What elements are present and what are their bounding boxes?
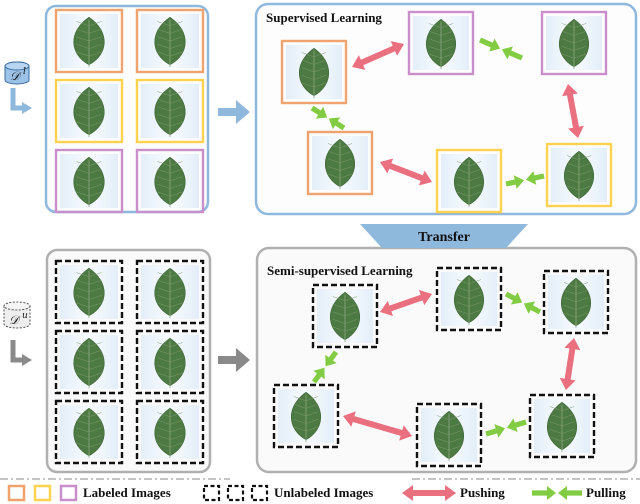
unlabeled-image-4-leaf [141, 335, 199, 389]
supervised-node-5 [435, 148, 503, 214]
unlabeled-image-1-leaf [60, 265, 118, 319]
labeled-image-1-leaf [60, 14, 118, 68]
unlabeled-image-1 [54, 259, 124, 325]
labeled-dataset-symbol: 𝒟 [10, 69, 22, 83]
semi-node-6 [528, 393, 596, 459]
unlabeled-image-2 [135, 259, 205, 325]
database-flow-bottom-head [22, 354, 32, 366]
semi-node-6-leaf [534, 399, 590, 453]
push-arrow-sup-3 [379, 158, 433, 186]
unlabeled-image-5-leaf [60, 405, 118, 459]
labeled-dataset-superscript: l [23, 67, 26, 77]
pull-arrow-semi-1 [504, 291, 542, 315]
push-arrow-semi-1 [380, 290, 432, 316]
supervised-node-1 [280, 39, 348, 105]
database-flow-top-head [22, 102, 32, 114]
labeled-image-5-leaf [60, 154, 118, 208]
supervised-node-5-leaf [441, 154, 497, 208]
push-arrow-sup-2 [562, 83, 584, 139]
supervised-node-2 [407, 10, 475, 76]
supervised-node-6 [545, 142, 613, 208]
pull-arrow-semi-2 [311, 350, 339, 384]
legend-push-arrow [402, 485, 456, 501]
semi-node-4 [272, 383, 340, 449]
unlabeled-image-6 [135, 399, 205, 465]
legend-pulling: Pulling [586, 485, 626, 500]
database-icon-unlabeled: 𝒟 u [3, 301, 31, 329]
legend-pushing: Pushing [460, 485, 505, 500]
supervised-node-1-leaf [286, 45, 342, 99]
push-arrow-semi-3 [342, 411, 413, 441]
flow-arrow-top-icon [218, 100, 250, 124]
transfer-arrow-icon [360, 224, 528, 248]
legend-unlabeled-swatch-2 [226, 484, 245, 502]
semi-node-2-leaf [441, 272, 497, 326]
legend-labeled-yellow-swatch [33, 484, 52, 502]
labeled-image-3 [54, 78, 124, 144]
labeled-image-6 [135, 148, 205, 214]
semi-node-3-leaf [548, 275, 604, 329]
supervised-node-4-leaf [312, 136, 368, 190]
supervised-node-3-leaf [546, 16, 602, 70]
legend-arrows [402, 485, 582, 501]
supervised-node-3 [540, 10, 608, 76]
push-arrow-semi-2 [559, 337, 581, 391]
labeled-image-4 [135, 78, 205, 144]
supervised-node-4 [306, 130, 374, 196]
pull-arrow-sup-3 [505, 171, 545, 189]
database-flow-bottom-icon [10, 340, 24, 363]
database-flow-top-icon [10, 88, 24, 111]
legend-unlabeled-swatch-3 [250, 484, 269, 502]
labeled-image-1 [54, 8, 124, 74]
pull-arrow-sup-1 [478, 37, 524, 61]
legend-unlabeled-images: Unlabeled Images [274, 485, 373, 500]
push-arrow-sup-1 [352, 41, 404, 70]
legend-pull-arrow [532, 486, 582, 500]
legend-labeled-images: Labeled Images [83, 485, 171, 500]
supervised-learning-title: Supervised Learning [266, 10, 382, 25]
image-frames [54, 8, 613, 468]
labeled-image-5 [54, 148, 124, 214]
semi-supervised-learning-title: Semi-supervised Learning [267, 263, 413, 278]
semi-node-5-leaf [421, 408, 477, 462]
labeled-image-6-leaf [141, 154, 199, 208]
unlabeled-image-4 [135, 329, 205, 395]
unlabeled-image-5 [54, 399, 124, 465]
flow-arrow-bottom-icon [218, 348, 250, 372]
semi-node-1 [311, 283, 379, 349]
legend-labeled-orange-swatch [7, 484, 26, 502]
database-icon-labeled: 𝒟 l [4, 61, 30, 85]
unlabeled-image-2-leaf [141, 265, 199, 319]
unlabeled-image-3-leaf [60, 335, 118, 389]
legend-unlabeled-swatch-1 [202, 484, 221, 502]
semi-node-5 [415, 402, 483, 468]
labeled-image-2-leaf [141, 14, 199, 68]
labeled-image-3-leaf [60, 84, 118, 138]
supervised-node-2-leaf [413, 16, 469, 70]
unlabeled-dataset-symbol: 𝒟 [9, 313, 21, 327]
semi-node-3 [542, 269, 610, 335]
unlabeled-image-3 [54, 329, 124, 395]
unlabeled-dataset-superscript: u [22, 311, 28, 321]
pull-arrow-sup-2 [310, 105, 346, 131]
pull-arrow-semi-3 [485, 418, 527, 438]
labeled-image-2 [135, 8, 205, 74]
unlabeled-image-6-leaf [141, 405, 199, 459]
semi-node-4-leaf [278, 389, 334, 443]
supervised-node-6-leaf [551, 148, 607, 202]
transfer-label: Transfer [418, 230, 470, 245]
semi-node-1-leaf [317, 289, 373, 343]
relation-arrows [310, 37, 584, 441]
labeled-image-4-leaf [141, 84, 199, 138]
legend-labeled-purple-swatch [59, 484, 78, 502]
semi-node-2 [435, 266, 503, 332]
